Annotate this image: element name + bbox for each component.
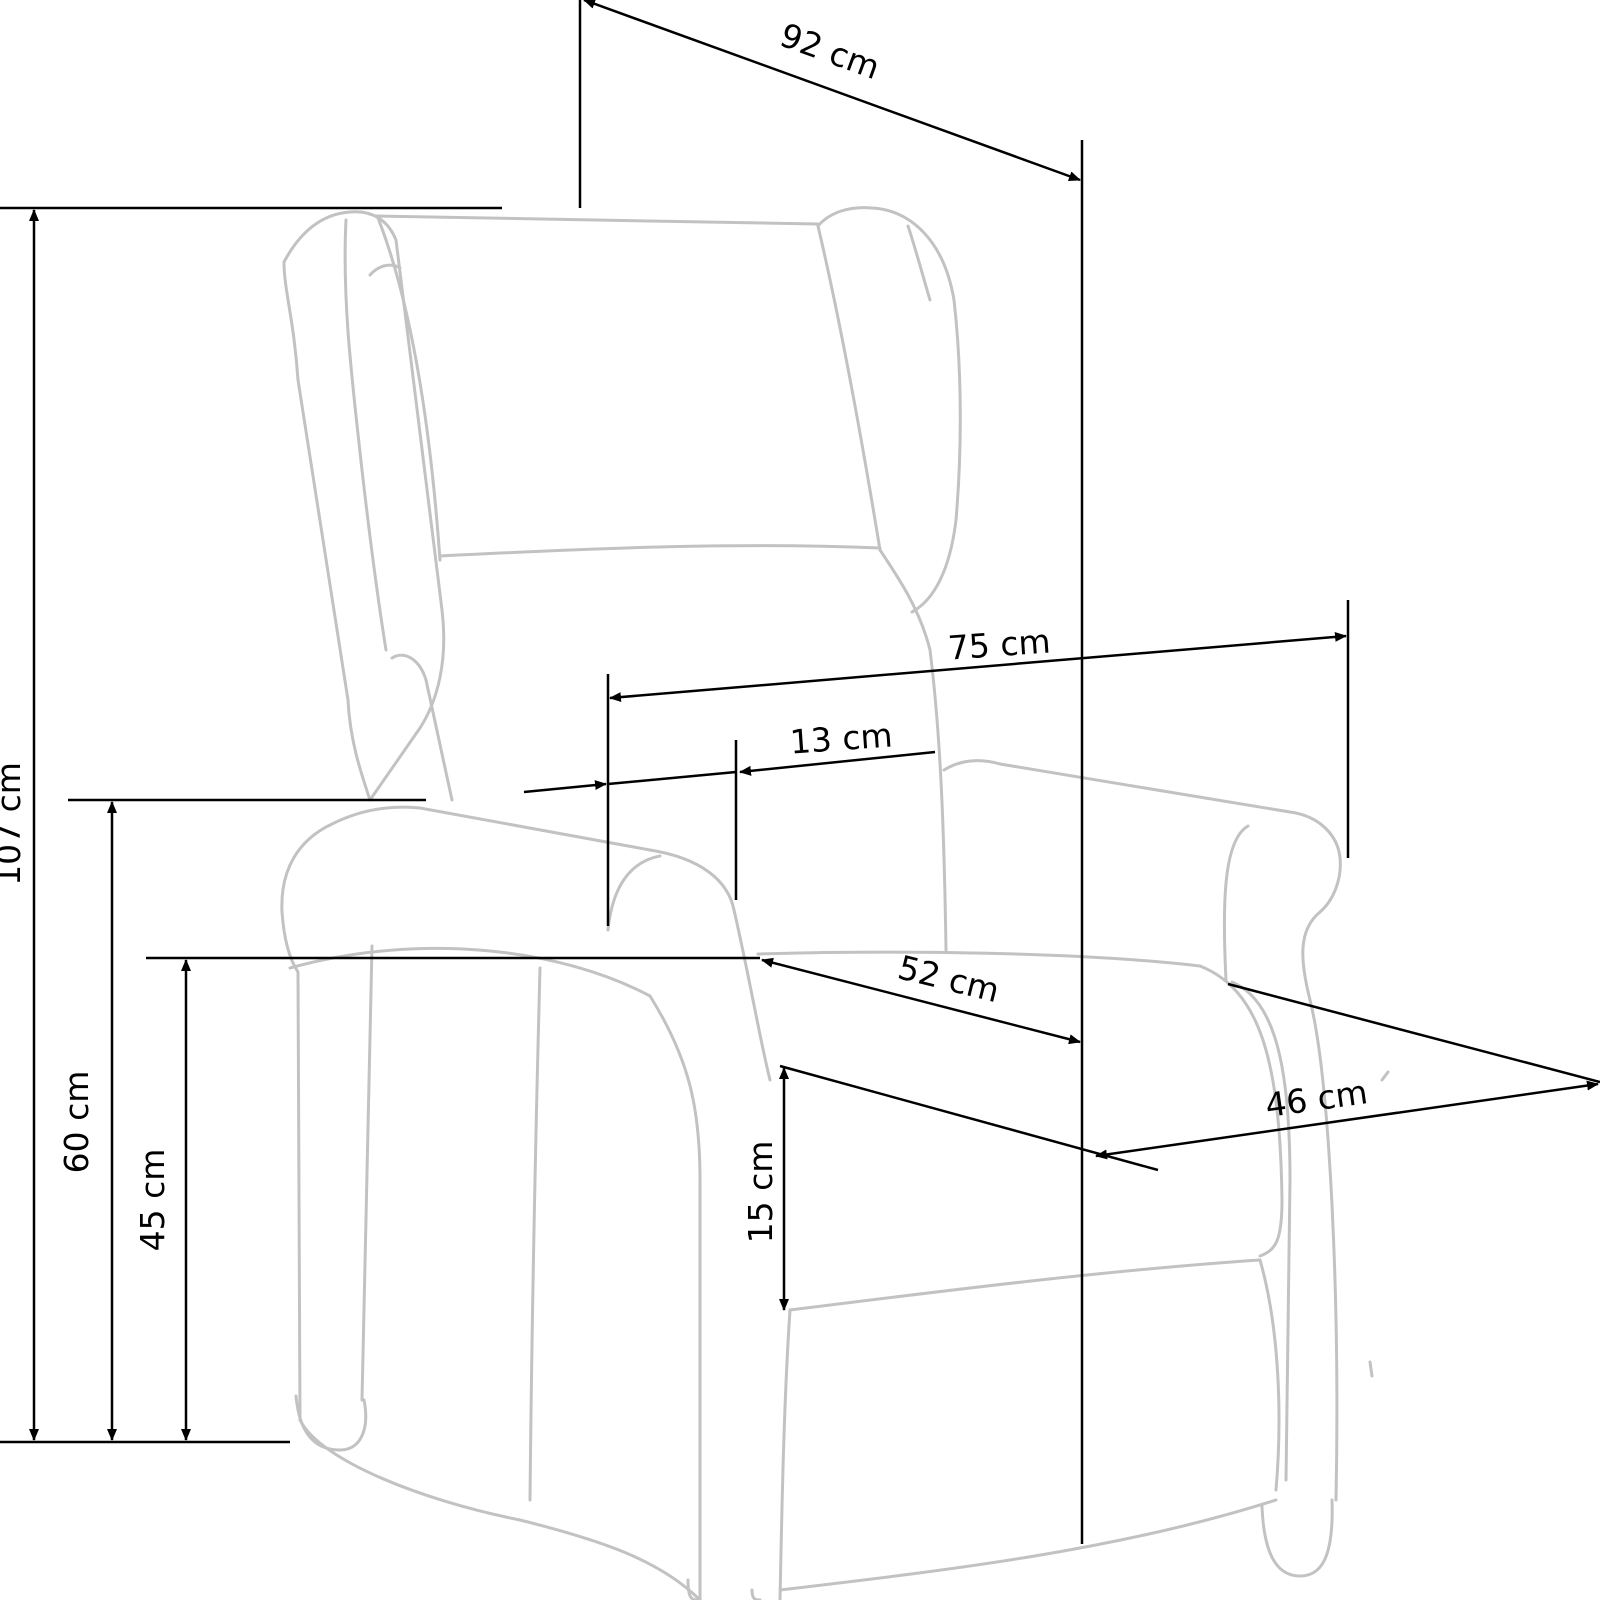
headrest-cushion: [438, 544, 882, 558]
label-overall-height: 107 cm: [0, 762, 28, 886]
left-armrest-top: [280, 805, 736, 914]
label-armrest-width: 13 cm: [789, 715, 894, 761]
left-armrest-front: [280, 910, 302, 1422]
right-armrest-top: [942, 759, 1342, 914]
right-armrest-scroll: [1222, 824, 1250, 982]
backrest-top: [374, 214, 820, 226]
label-seat-width: 46 cm: [1263, 1072, 1370, 1125]
seat-fold-line: [1368, 1070, 1390, 1378]
left-arm-inner-curve: [732, 908, 772, 1082]
right-wing-crease: [906, 224, 932, 302]
footrest-bottom: [778, 1498, 1278, 1592]
inner-back-left: [390, 653, 454, 802]
seat-front-edge: [756, 950, 1202, 968]
arrow-inner-width: [609, 631, 1347, 703]
right-wing: [816, 206, 962, 614]
armrest-width-span: [607, 770, 737, 786]
label-seat-thickness: 15 cm: [741, 1141, 780, 1244]
arrow-seat-depth: [761, 957, 1081, 1045]
left-side-panel-seam: [528, 966, 542, 1502]
label-armrest-height: 60 cm: [57, 1071, 96, 1174]
arrow-seat-width: [1095, 1080, 1599, 1160]
footrest-top: [788, 1258, 1262, 1312]
left-armrest-lower: [288, 946, 652, 998]
left-armrest-scroll: [606, 854, 662, 932]
footrest-right: [1258, 1258, 1281, 1492]
left-side-panel-front: [360, 944, 374, 1402]
label-seat-depth: 52 cm: [894, 947, 1003, 1010]
dimension-lines: [0, 0, 1600, 1544]
left-wing: [282, 210, 446, 802]
backrest-right: [816, 224, 882, 552]
backrest-left: [376, 216, 442, 562]
footrest-left: [778, 1308, 792, 1600]
left-wing-inner: [343, 218, 388, 652]
left-arm-outer-curve: [648, 994, 702, 1600]
right-front-foot: [1260, 1498, 1334, 1578]
ext-seat-depth-bottom: [779, 1064, 1159, 1172]
arrow-overall-width: [583, 0, 1081, 182]
chair-base-left: [298, 1418, 702, 1600]
arrow-armrest-width-left: [523, 780, 607, 794]
arrow-armrest-width-right: [739, 750, 936, 776]
right-arm-inner: [1230, 980, 1292, 1482]
right-armrest-front: [1301, 910, 1339, 1502]
left-wing-crease: [368, 263, 402, 277]
left-front-foot: [294, 1394, 368, 1452]
chair-outline: [280, 206, 1390, 1600]
label-seat-height: 45 cm: [133, 1149, 172, 1252]
ext-seat-width-right: [1227, 982, 1600, 1084]
label-inner-width: 75 cm: [947, 621, 1052, 667]
